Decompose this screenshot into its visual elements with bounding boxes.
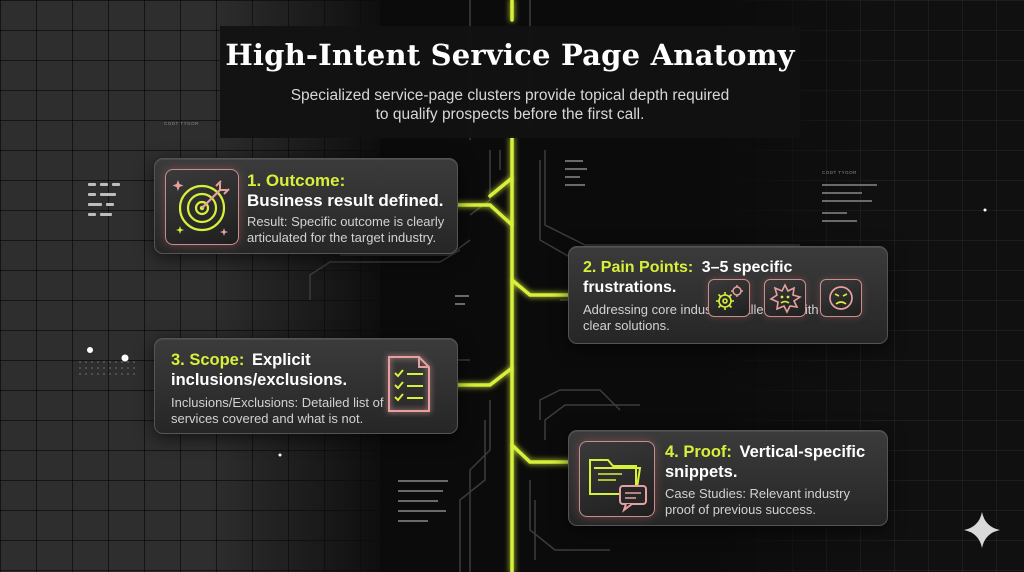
decor-code-line bbox=[565, 184, 585, 186]
decor-code-line bbox=[455, 303, 465, 305]
left-code-label: CODT TYGOR bbox=[164, 121, 199, 126]
decor-code-line bbox=[398, 490, 443, 492]
gears-icon bbox=[716, 285, 743, 310]
proof-title-part1: Vertical-specific bbox=[739, 443, 866, 461]
scope-heading: 3. Scope: Explicit bbox=[171, 351, 311, 370]
outcome-title: Business result defined. bbox=[247, 191, 444, 210]
target-icon-box bbox=[165, 169, 239, 245]
decor-code-line bbox=[455, 295, 469, 297]
scope-card: 3. Scope: Explicit inclusions/exclusions… bbox=[154, 338, 458, 434]
scope-description: Inclusions/Exclusions: Detailed list of … bbox=[171, 395, 384, 426]
target-icon bbox=[172, 180, 230, 236]
decor-dash bbox=[88, 183, 96, 186]
outcome-card: 1. Outcome: Business result defined. Res… bbox=[154, 158, 458, 254]
decor-code-line bbox=[822, 200, 872, 202]
header-panel: High-Intent Service Page Anatomy Special… bbox=[220, 26, 800, 138]
decor-dash bbox=[88, 193, 96, 196]
pain-points-title-part2: frustrations. bbox=[583, 279, 677, 296]
decor-dash bbox=[88, 213, 96, 216]
frowning-face-icon bbox=[829, 286, 853, 310]
decor-code-line bbox=[565, 168, 587, 170]
sparkle-icon bbox=[964, 512, 1000, 548]
pain-points-description: Addressing core industry challenges with… bbox=[583, 302, 819, 333]
decor-code-line bbox=[822, 212, 847, 214]
folder-chat-icon bbox=[589, 459, 647, 513]
proof-heading: 4. Proof: Vertical-specific bbox=[665, 443, 865, 462]
right-code-label: CODT TYGOR bbox=[822, 170, 857, 175]
pain-points-title-part1: 3–5 specific bbox=[701, 259, 793, 276]
pain-points-card: 2. Pain Points: 3–5 specific frustration… bbox=[568, 246, 888, 344]
gears-icon-box bbox=[708, 279, 750, 317]
decor-code-line bbox=[565, 176, 580, 178]
frustration-burst-icon-box bbox=[764, 279, 806, 317]
checklist-icon-box bbox=[379, 351, 439, 417]
outcome-number-label: 1. Outcome: bbox=[247, 171, 346, 190]
checklist-icon bbox=[388, 356, 430, 412]
decor-code-line bbox=[822, 220, 857, 222]
decor-code-line bbox=[398, 480, 448, 482]
decor-dash bbox=[88, 203, 102, 206]
scope-number-label: 3. Scope: bbox=[171, 351, 245, 369]
decor-dash bbox=[100, 213, 112, 216]
decor-dash bbox=[106, 203, 114, 206]
proof-card: 4. Proof: Vertical-specific snippets. Ca… bbox=[568, 430, 888, 526]
decor-code-line bbox=[822, 192, 862, 194]
proof-title-part2: snippets. bbox=[665, 463, 738, 481]
scope-title-part1: Explicit bbox=[251, 351, 311, 369]
folder-chat-icon-box bbox=[579, 441, 655, 517]
decor-dash bbox=[112, 183, 120, 186]
decor-dash bbox=[100, 183, 108, 186]
decor-dash bbox=[100, 193, 116, 196]
decor-code-line bbox=[398, 520, 428, 522]
scope-title-part2: inclusions/exclusions. bbox=[171, 371, 348, 389]
frustration-burst-icon bbox=[769, 283, 802, 314]
page-title: High-Intent Service Page Anatomy bbox=[225, 38, 795, 72]
frowning-face-icon-box bbox=[820, 279, 862, 317]
decor-code-line bbox=[398, 510, 446, 512]
pain-points-heading: 2. Pain Points: 3–5 specific bbox=[583, 259, 792, 277]
outcome-description: Result: Specific outcome is clearly arti… bbox=[247, 214, 445, 245]
proof-number-label: 4. Proof: bbox=[665, 443, 732, 461]
page-subtitle: Specialized service-page clusters provid… bbox=[290, 87, 730, 123]
pain-points-number-label: 2. Pain Points: bbox=[583, 259, 694, 276]
decor-code-line bbox=[822, 184, 877, 186]
proof-description: Case Studies: Relevant industry proof of… bbox=[665, 486, 850, 517]
decor-code-line bbox=[398, 500, 438, 502]
decor-code-line bbox=[565, 160, 583, 162]
